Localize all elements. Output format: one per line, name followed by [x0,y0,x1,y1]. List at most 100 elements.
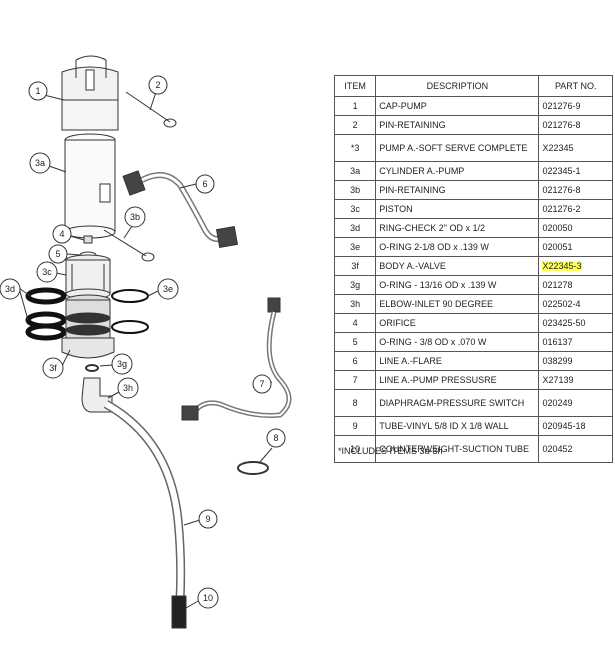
row-description: ORIFICE [375,313,540,333]
row-description: O-RING - 3/8 OD x .070 W [375,332,540,352]
svg-text:3c: 3c [42,267,52,277]
row-item: 3d [333,218,377,238]
row-part-no: 020452 [538,435,613,463]
row-item: 3h [333,294,377,314]
row-description: O-RING - 13/16 OD x .139 W [375,275,540,295]
table-header-row: ITEM DESCRIPTION PART NO. [333,75,613,97]
callout-8: 8 [259,428,286,463]
row-item: 3c [333,199,377,219]
callout-3f: 3f [42,349,71,379]
callout-3c: 3c [36,261,67,283]
row-description: PUMP A.-SOFT SERVE COMPLETE [375,134,540,162]
exploded-parts-diagram: 1 2 3a 6 3b 4 5 [0,55,292,629]
row-part-no: 016137 [538,332,613,352]
row-item: 4 [333,313,377,333]
row-item: 8 [333,389,377,417]
row-description: TUBE-VINYL 5/8 ID X 1/8 WALL [375,416,540,436]
callout-1: 1 [28,81,65,101]
pump-pressure-line-part [181,297,292,421]
callout-3e: 3e [147,278,179,300]
row-description: ELBOW-INLET 90 DEGREE [375,294,540,314]
svg-text:3g: 3g [117,359,127,369]
diaphragm-part [237,461,269,475]
row-part-no: X22345 [538,134,613,162]
header-part-no: PART NO. [538,75,613,97]
pin-retaining-part [125,91,177,128]
svg-text:9: 9 [205,514,210,524]
svg-text:6: 6 [202,179,207,189]
row-description: CYLINDER A.-PUMP [375,161,540,181]
row-part-no: X27139 [538,370,613,390]
row-part-no: 022345-1 [538,161,613,181]
row-part-no: X22345-3 [538,256,613,276]
callout-9: 9 [183,509,218,529]
svg-text:3f: 3f [49,363,57,373]
row-description: LINE A.-PUMP PRESSUSRE [375,370,540,390]
row-part-no: 020249 [538,389,613,417]
row-part-no: 021276-8 [538,115,613,135]
row-description: O-RING 2-1/8 OD x .139 W [375,237,540,257]
row-item: 5 [333,332,377,352]
callout-3a: 3a [29,152,67,174]
highlighted-part-no: X22345-3 [542,261,582,271]
elbow-inlet-part [81,377,113,413]
callout-4: 4 [52,224,85,244]
callout-3g: 3g [99,353,133,375]
row-item: 3f [333,256,377,276]
row-part-no: 021276-2 [538,199,613,219]
footnote: *INCLUDES ITEMS 3a-3h [338,446,443,456]
svg-text:1: 1 [35,86,40,96]
svg-text:3a: 3a [35,158,45,168]
row-description: CAP-PUMP [375,96,540,116]
row-description: COUNTERWEIGHT-SUCTION TUBE [375,435,540,463]
header-item: ITEM [333,75,377,97]
valve-body-part [61,294,115,359]
callout-3b: 3b [123,206,146,239]
svg-text:4: 4 [59,229,64,239]
header-description: DESCRIPTION [375,75,540,97]
row-description: PIN-RETAINING [375,180,540,200]
row-item: 3b [333,180,377,200]
row-item: *3 [333,134,377,162]
svg-text:8: 8 [273,433,278,443]
row-item: 3e [333,237,377,257]
callout-5: 5 [48,244,81,264]
row-description: PIN-RETAINING [375,115,540,135]
row-item: 7 [333,370,377,390]
svg-text:3b: 3b [130,212,140,222]
callout-group: 1 2 3a 6 3b 4 5 [0,75,286,609]
row-part-no: 023425-50 [538,313,613,333]
row-description: DIAPHRAGM-PRESSURE SWITCH [375,389,540,417]
svg-text:3d: 3d [5,284,15,294]
row-part-no: 038299 [538,351,613,371]
row-description: RING-CHECK 2" OD x 1/2 [375,218,540,238]
svg-text:10: 10 [203,593,213,603]
row-item: 2 [333,115,377,135]
row-item: 3a [333,161,377,181]
pin-retaining-3b-part [103,229,155,262]
row-part-no: 021276-9 [538,96,613,116]
row-item: 9 [333,416,377,436]
cylinder-part [64,133,116,239]
callout-10: 10 [185,587,219,609]
row-item: 10 [333,435,377,463]
svg-text:3e: 3e [163,284,173,294]
row-description: PISTON [375,199,540,219]
svg-text:2: 2 [155,80,160,90]
